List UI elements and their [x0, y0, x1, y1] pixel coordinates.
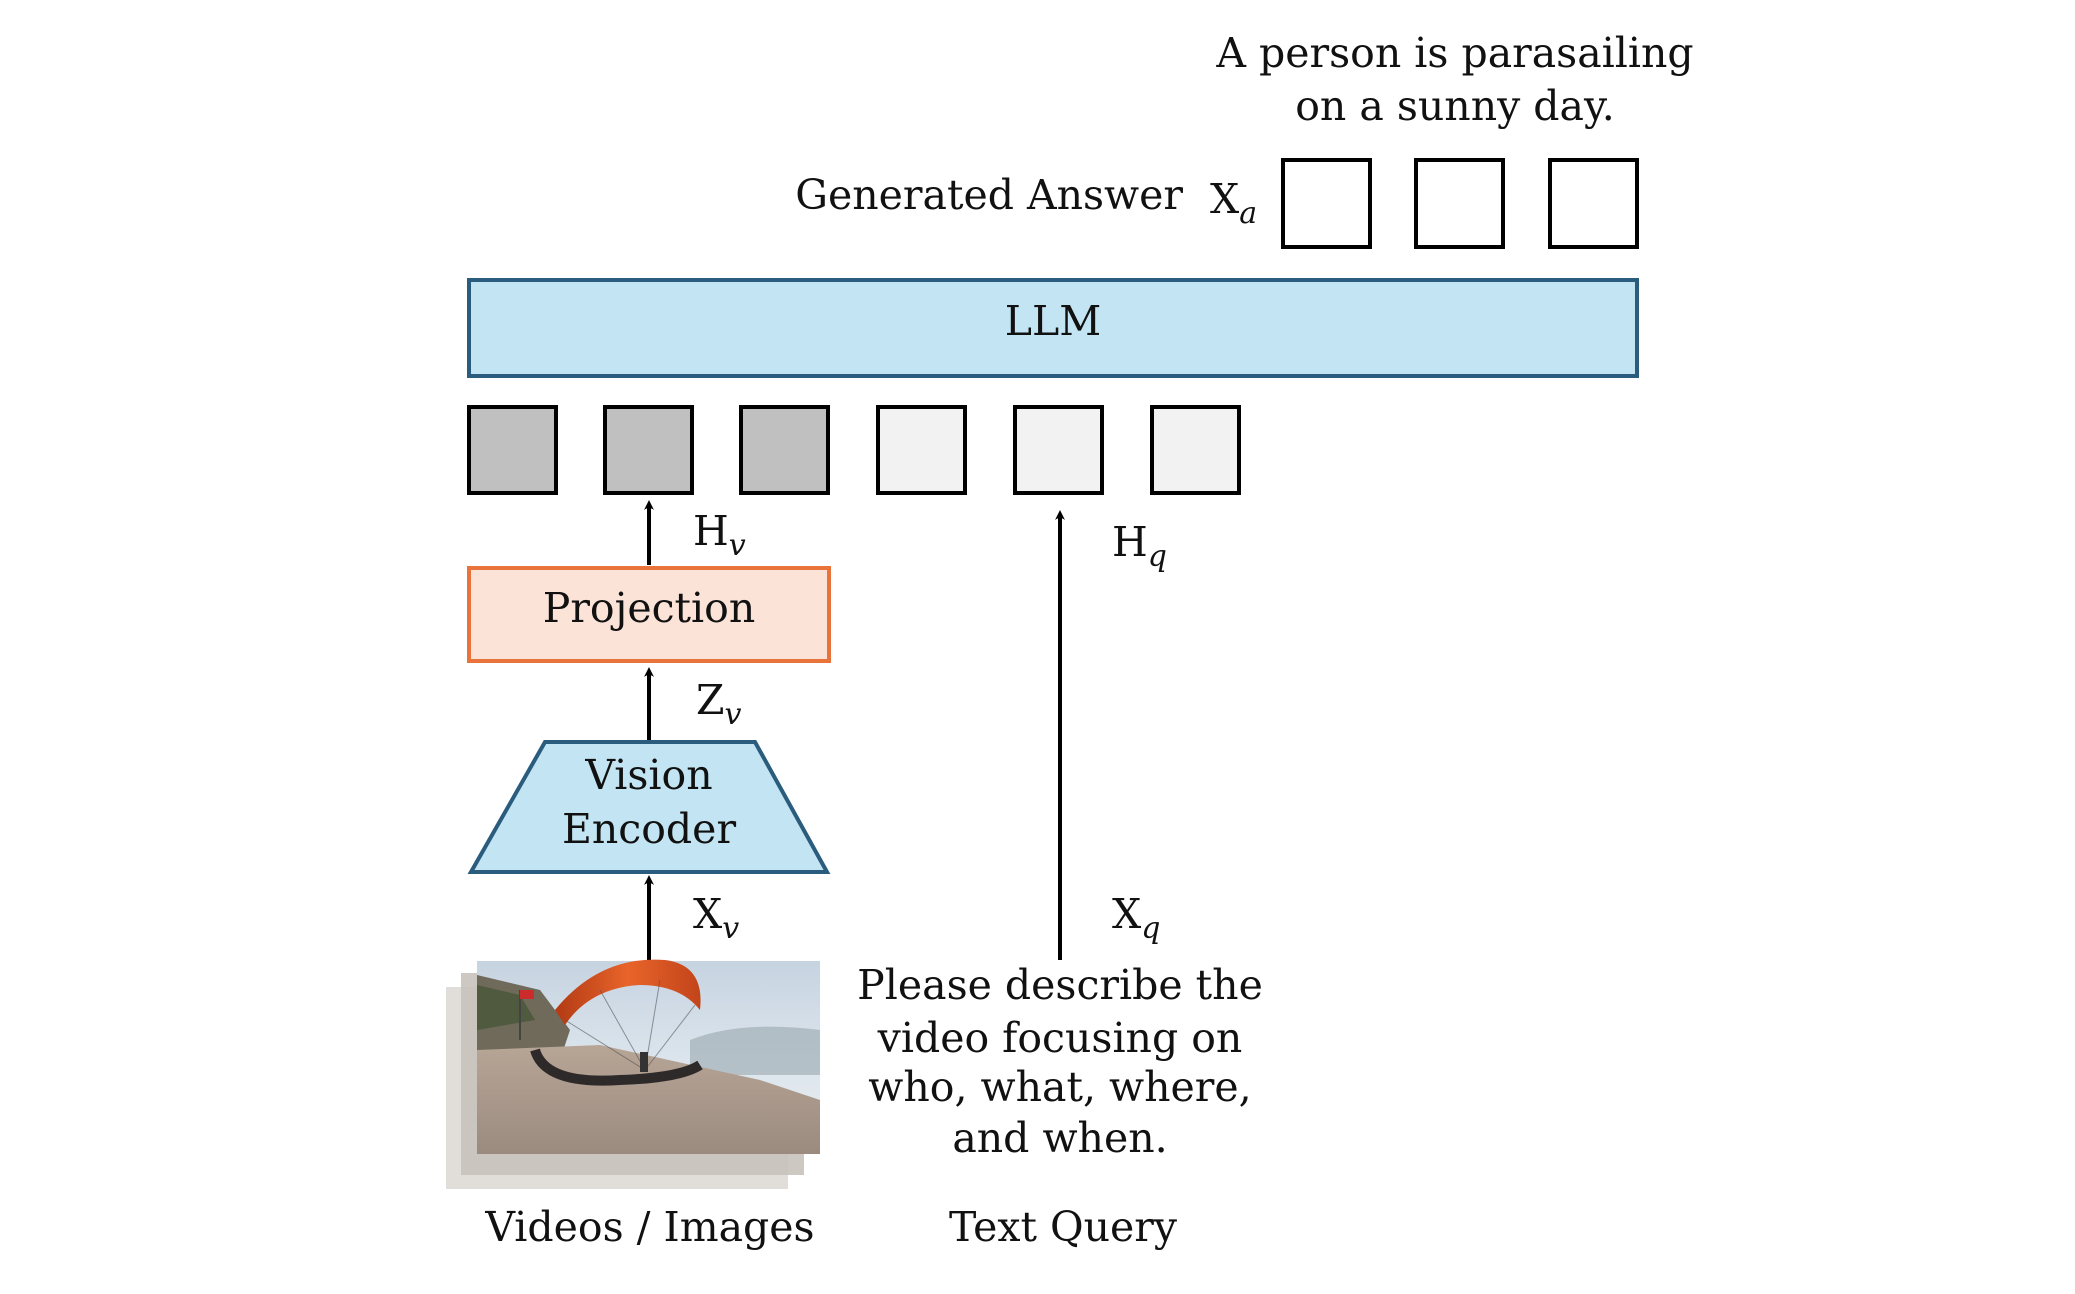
query-text-line2: video focusing on — [877, 1014, 1243, 1062]
video-frames-image — [446, 959, 820, 1189]
videos-images-caption: Videos / Images — [484, 1203, 814, 1251]
vision-encoder-label-line1: Vision — [584, 751, 712, 799]
vision-encoder-label-line2: Encoder — [562, 805, 736, 853]
answer-symbol: Xa — [1210, 175, 1257, 231]
xv-symbol: Xv — [693, 890, 739, 946]
query-text-line3: who, what, where, — [868, 1063, 1251, 1111]
answer-text-line2: on a sunny day. — [1295, 82, 1615, 130]
vision-encoder-block — [467, 740, 831, 874]
answer-token — [1414, 158, 1505, 249]
query-text-line4: and when. — [952, 1114, 1167, 1162]
generated-answer-label: Generated Answer — [795, 171, 1183, 219]
projection-label: Projection — [543, 584, 756, 632]
visual-token — [603, 405, 694, 495]
hv-symbol: Hv — [693, 507, 746, 563]
answer-token — [1548, 158, 1639, 249]
text-query-caption: Text Query — [949, 1203, 1178, 1251]
text-token — [1150, 405, 1241, 495]
hq-symbol: Hq — [1112, 518, 1167, 574]
answer-token — [1281, 158, 1372, 249]
answer-text-line1: A person is parasailing — [1215, 29, 1693, 77]
text-token — [1013, 405, 1104, 495]
text-token — [876, 405, 967, 495]
visual-token — [739, 405, 830, 495]
llm-block — [467, 278, 1639, 378]
query-text-line1: Please describe the — [857, 961, 1263, 1009]
zv-symbol: Zv — [696, 676, 742, 732]
xq-symbol: Xq — [1112, 890, 1160, 946]
projection-block — [467, 566, 831, 663]
llm-label: LLM — [1005, 297, 1101, 345]
video-frame-front — [477, 959, 820, 1154]
visual-token — [467, 405, 558, 495]
